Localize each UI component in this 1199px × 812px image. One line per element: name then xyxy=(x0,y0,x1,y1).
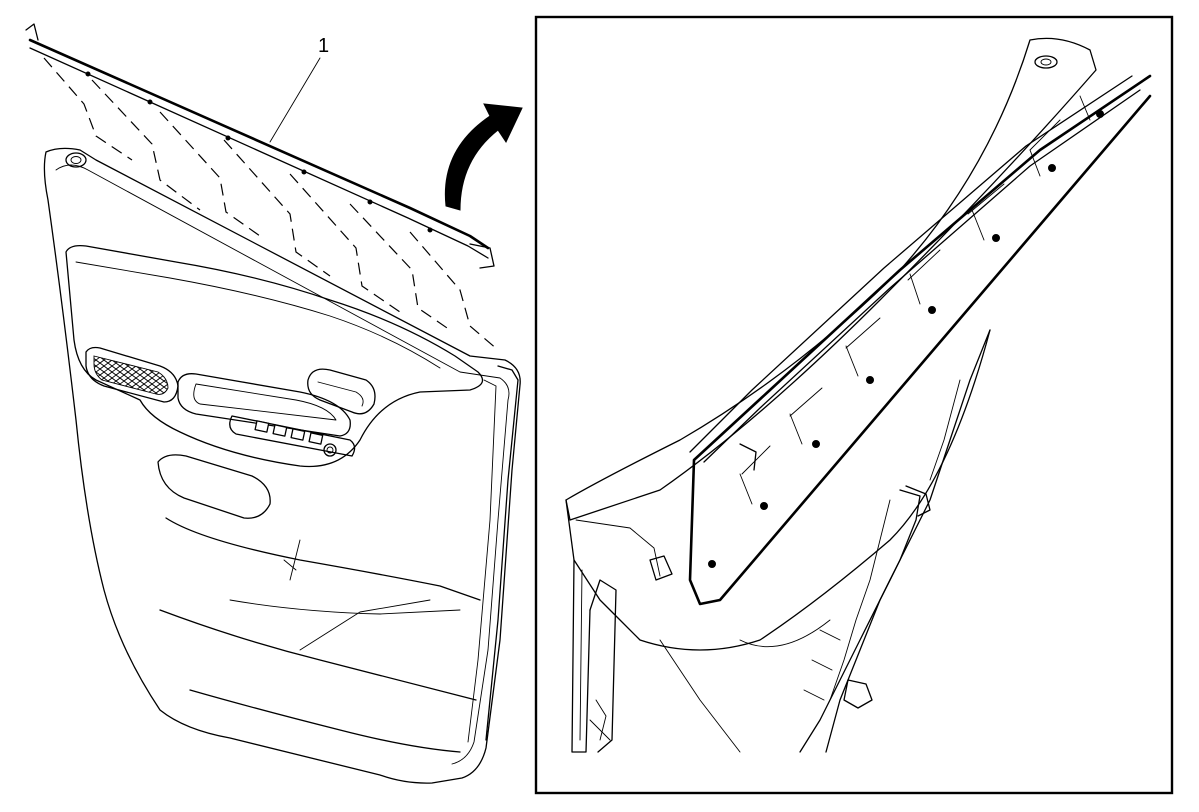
curved-arrow-icon xyxy=(444,103,523,211)
door-trim-panel xyxy=(43,147,521,784)
callout-label-1: 1 xyxy=(318,35,329,57)
detail-frame xyxy=(534,15,1174,795)
detail-view xyxy=(534,15,1174,795)
callout-1: 1 xyxy=(269,35,329,143)
beltline-seal-strip xyxy=(25,23,495,269)
alignment-lines xyxy=(43,57,499,351)
